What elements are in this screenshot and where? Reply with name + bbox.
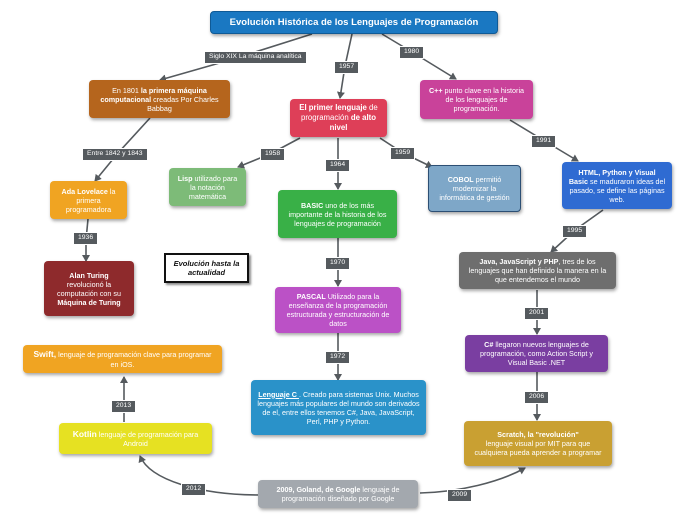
lovelace-bold: Ada Lovelace <box>61 186 108 196</box>
label-siglo-xix: Siglo XIX La máquina analítica <box>204 51 307 64</box>
node-turing[interactable]: Alan Turing revolucionó la computación c… <box>44 261 134 316</box>
node-swift[interactable]: Swift, lenguaje de programación clave pa… <box>23 345 222 373</box>
turing-mid: revolucionó la computación con su <box>57 279 121 298</box>
label-1842: Entre 1842 y 1843 <box>82 148 148 161</box>
title-node[interactable]: Evolución Histórica de los Lenguajes de … <box>210 11 498 34</box>
pascal-post: Utilizado para la enseñanza de la progra… <box>286 292 390 328</box>
primer-bold1: El primer lenguaje <box>299 103 367 113</box>
node-primer-lenguaje[interactable]: El primer lenguaje de programación de al… <box>290 99 387 137</box>
label-2006: 2006 <box>524 391 550 404</box>
node-html[interactable]: HTML, Python y Visual Basic se maduraron… <box>562 162 672 209</box>
lenguaje-c-post: . Creado para sistemas Unix. Muchos leng… <box>257 389 420 426</box>
java-bold: Java, JavaScript y PHP <box>479 257 559 266</box>
cobol-bold: COBOL <box>447 175 474 184</box>
html-post: se maduraron ideas del pasado, se define… <box>569 176 666 204</box>
java-post: , tres de los lenguajes que han definido… <box>468 257 607 284</box>
swift-post: lenguaje de programación clave para prog… <box>56 350 212 369</box>
pascal-bold: PASCAL <box>296 292 326 301</box>
label-1995: 1995 <box>562 225 588 238</box>
label-1964: 1964 <box>325 159 351 172</box>
kotlin-post: lenguaje de programación para Android <box>96 429 199 449</box>
node-lenguaje-c[interactable]: Lenguaje C . Creado para sistemas Unix. … <box>251 380 426 435</box>
lisp-bold: Lisp <box>177 173 193 183</box>
node-evolucion[interactable]: Evolución hasta la actualidad <box>164 253 249 283</box>
html-bold: HTML, Python y Visual Basic <box>568 167 656 186</box>
label-1957: 1957 <box>334 61 360 74</box>
title-text: Evolución Histórica de los Lenguajes de … <box>229 16 479 28</box>
label-1972: 1972 <box>325 351 351 364</box>
cpp-bold: C++ <box>428 86 443 95</box>
node-go[interactable]: 2009, Goland, de Google lenguaje de prog… <box>258 480 418 508</box>
kotlin-bold: Kotlin <box>72 428 97 439</box>
label-1991: 1991 <box>531 135 557 148</box>
babbage-post: creadas Por Charles Babbag <box>147 94 219 113</box>
node-csharp[interactable]: C# llegaron nuevos lenguajes de programa… <box>465 335 608 372</box>
go-bold: 2009, Goland, de Google <box>276 485 361 494</box>
node-cobol[interactable]: COBOL permitió modernizar la informática… <box>428 165 521 212</box>
label-1959: 1959 <box>390 147 416 160</box>
label-1970: 1970 <box>325 257 351 270</box>
node-babbage[interactable]: En 1801 la primera máquina computacional… <box>89 80 230 118</box>
lisp-post: utilizado para la notación matemática <box>188 173 238 201</box>
primer-mid: de programación <box>301 103 378 123</box>
link-go-scratch <box>419 467 526 494</box>
swift-bold: Swift, <box>33 349 57 360</box>
node-java[interactable]: Java, JavaScript y PHP, tres de los leng… <box>459 252 616 289</box>
evolucion-text: Evolución hasta la actualidad <box>173 258 240 277</box>
label-2013: 2013 <box>111 400 137 413</box>
node-basic[interactable]: BASIC uno de los más importante de la hi… <box>278 190 397 238</box>
node-cpp[interactable]: C++ punto clave en la historia de los le… <box>420 80 533 119</box>
label-2012: 2012 <box>181 483 207 496</box>
label-1980: 1980 <box>399 46 425 59</box>
lenguaje-c-bold: Lenguaje C <box>258 389 299 399</box>
node-lovelace[interactable]: Ada Lovelace la primera programadora <box>50 181 127 219</box>
node-kotlin[interactable]: Kotlin lenguaje de programación para And… <box>59 423 212 454</box>
node-scratch[interactable]: Scratch, la "revolución" lenguaje visual… <box>464 421 612 466</box>
label-2001: 2001 <box>524 307 550 320</box>
scratch-post: lenguaje visual por MIT para que cualqui… <box>474 439 602 457</box>
cpp-post: punto clave en la historia de los lengua… <box>442 86 525 113</box>
basic-bold: BASIC <box>300 200 324 210</box>
scratch-bold: Scratch, la "revolución" <box>497 430 579 439</box>
node-pascal[interactable]: PASCAL Utilizado para la enseñanza de la… <box>275 287 401 333</box>
node-lisp[interactable]: Lisp utilizado para la notación matemáti… <box>169 168 246 206</box>
go-post: lenguaje de programación diseñado por Go… <box>281 485 400 503</box>
label-2009: 2009 <box>447 489 473 502</box>
cobol-post: permitió modernizar la informática de ge… <box>439 175 510 202</box>
basic-post: uno de los más importante de la historia… <box>288 200 387 228</box>
csharp-post: llegaron nuevos lenguajes de programació… <box>479 340 594 367</box>
turing-bold2: Máquina de Turing <box>57 297 121 307</box>
label-1958: 1958 <box>260 148 286 161</box>
turing-bold1: Alan Turing <box>69 270 109 280</box>
csharp-bold: C# <box>484 340 494 349</box>
primer-bold2: de alto nivel <box>329 113 376 132</box>
babbage-pre: En 1801 <box>112 85 141 95</box>
label-1936: 1936 <box>73 232 99 245</box>
lovelace-post: la primera programadora <box>65 186 116 214</box>
babbage-bold: la primera máquina computacional <box>100 85 207 104</box>
